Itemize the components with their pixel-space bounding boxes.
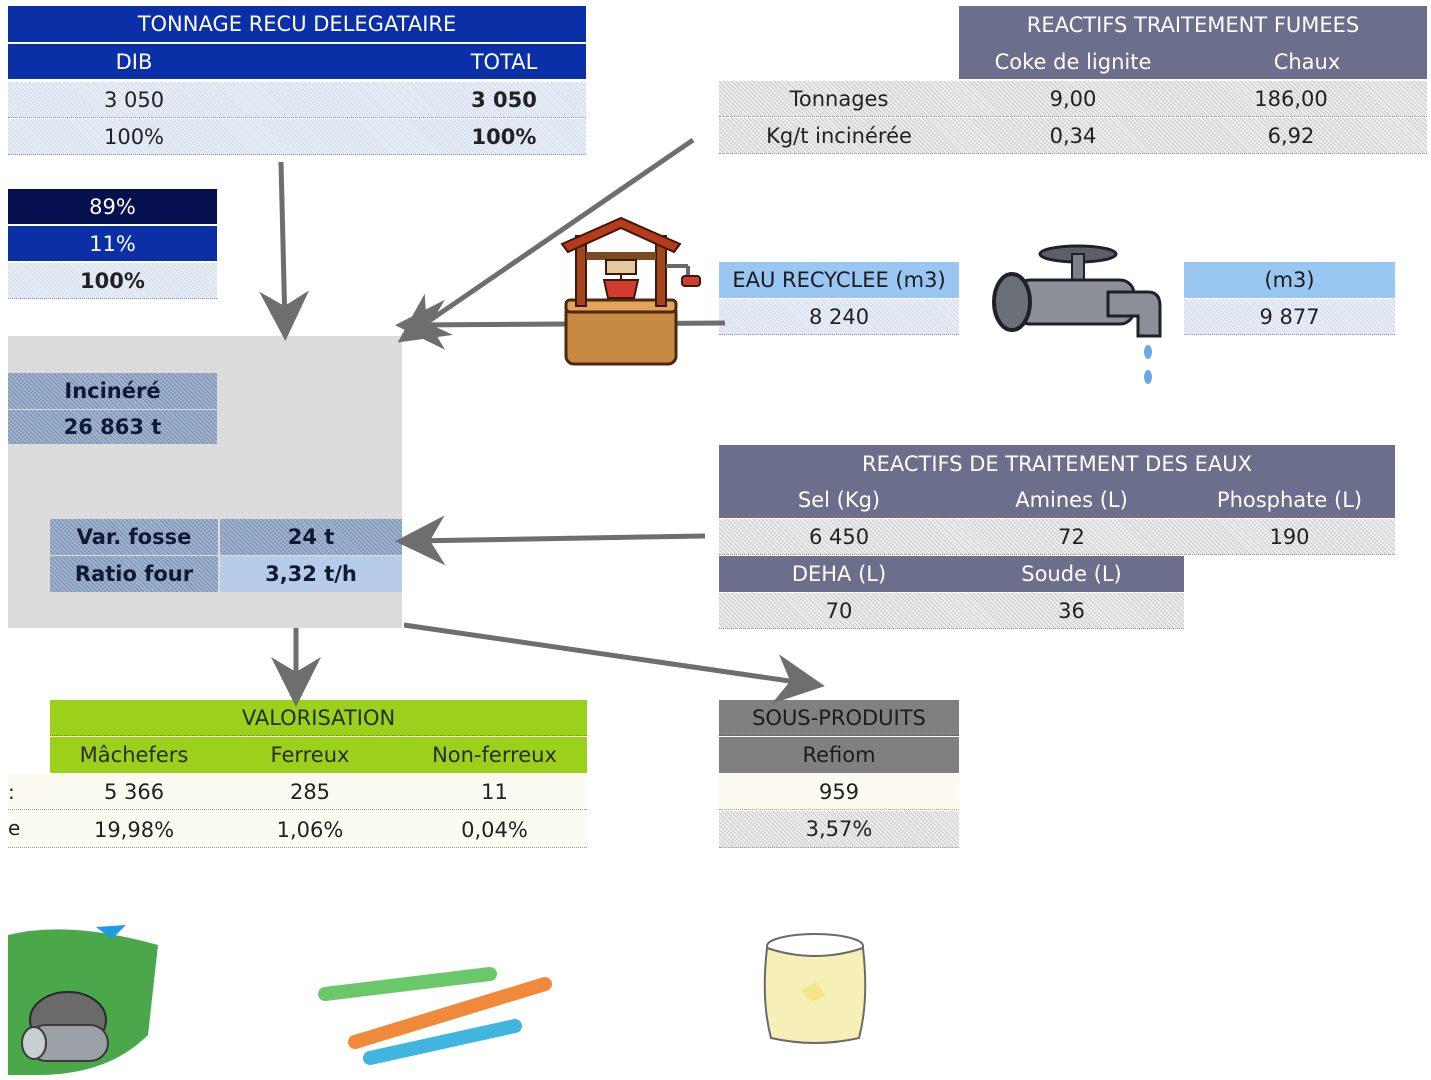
faucet-icon [988, 244, 1168, 389]
fumees-row1-coke: 9,00 [1049, 87, 1097, 111]
ratio-four-label: Ratio four [50, 556, 218, 592]
eaux-deha-value: 70 [825, 599, 853, 623]
tonnage-table: TONNAGE RECU DELEGATAIRE DIB TOTAL 3 050… [8, 6, 586, 155]
fumees-row2-label: Kg/t incinérée [766, 124, 912, 148]
eaux-amines-value: 72 [1058, 525, 1085, 549]
valorisation-row-pct [8, 811, 587, 848]
powder-sack-icon [755, 930, 875, 1048]
incinere-value: 26 863 t [8, 410, 217, 444]
slag-pipes-icon [8, 925, 168, 1075]
eau-reseau-label: (m3) [1184, 262, 1395, 298]
eaux-sel-value: 6 450 [808, 525, 870, 549]
split-pct-b: 11% [8, 226, 217, 261]
valorisation-col-machefers: Mâchefers [50, 737, 218, 773]
valorisation-row2-cut-label: e [8, 816, 21, 840]
valorisation-machefers-pct: 19,98% [93, 817, 175, 842]
ratio-four-value: 3,32 t/h [220, 556, 402, 592]
eaux-col-deha: DEHA (L) [719, 556, 959, 592]
tonnage-total-pct: 100% [471, 125, 537, 149]
incinere-label: Incinéré [8, 373, 217, 409]
sous-produits-refiom-pct: 3,57% [719, 811, 959, 848]
split-pct-total: 100% [8, 263, 217, 299]
eaux-col-soude: Soude (L) [959, 556, 1184, 592]
valorisation-col-ferreux: Ferreux [218, 737, 402, 773]
eau-reseau-value: 9 877 [1184, 299, 1395, 335]
eaux-title: REACTIFS DE TRAITEMENT DES EAUX [719, 445, 1395, 482]
eaux-phosphate-value: 190 [1269, 525, 1310, 549]
sous-produits-refiom-value: 959 [719, 774, 959, 810]
eaux-col-sel: Sel (Kg) [719, 482, 959, 518]
tonnage-dib-value: 3 050 [103, 88, 165, 112]
fumees-row2-coke: 0,34 [1049, 124, 1097, 148]
sous-produits-col-refiom: Refiom [719, 737, 959, 773]
valorisation-nonferreux-value: 11 [481, 780, 508, 804]
var-fosse-label: Var. fosse [50, 519, 218, 555]
metal-tubes-icon [305, 960, 567, 1072]
split-pct-a: 89% [8, 189, 217, 224]
valorisation-machefers-value: 5 366 [103, 780, 165, 804]
eaux-col-phosphate: Phosphate (L) [1184, 482, 1395, 518]
var-fosse-value: 24 t [220, 519, 402, 555]
eaux-col-amines: Amines (L) [959, 482, 1184, 518]
tonnage-col-dib: DIB [8, 44, 260, 79]
fumees-col-chaux: Chaux [1187, 44, 1427, 79]
fumees-col-coke: Coke de lignite [959, 44, 1187, 79]
fumees-row1-label: Tonnages [789, 87, 889, 111]
tonnage-row-values [8, 82, 586, 118]
fumees-row1-chaux: 186,00 [1254, 87, 1328, 111]
valorisation-ferreux-pct: 1,06% [276, 817, 344, 842]
eau-recyclee-label: EAU RECYCLEE (m3) [719, 262, 959, 298]
eaux-soude-value: 36 [1058, 599, 1085, 623]
arrow-fumees-to-furnace [397, 137, 695, 343]
sous-produits-title: SOUS-PRODUITS [719, 700, 959, 736]
eaux-row2-values [719, 593, 1184, 629]
arrow-tonnage-to-furnace [259, 161, 310, 341]
valorisation-row1-cut-label: : [8, 780, 15, 804]
tonnage-title: TONNAGE RECU DELEGATAIRE [8, 6, 586, 42]
fumees-row-tonnages [719, 81, 1427, 117]
tonnage-col-total: TOTAL [422, 44, 586, 79]
well-icon [554, 214, 704, 372]
valorisation-nonferreux-pct: 0,04% [461, 817, 528, 842]
eau-recyclee-value: 8 240 [719, 299, 959, 335]
tonnage-col-blank [260, 44, 422, 79]
eaux-row-values [719, 519, 1395, 555]
fumees-row-kgt [719, 118, 1427, 154]
fumees-row2-chaux: 6,92 [1267, 124, 1315, 148]
fumees-title: REACTIFS TRAITEMENT FUMEES [959, 6, 1427, 44]
arrow-furnace-to-sous-produits [403, 622, 825, 704]
tonnage-total-value: 3 050 [471, 88, 537, 112]
tonnage-row-pct [8, 119, 586, 155]
valorisation-row-values [8, 774, 587, 810]
valorisation-col-nonferreux: Non-ferreux [402, 737, 587, 773]
arrow-eaux-to-furnace [395, 515, 706, 566]
valorisation-ferreux-value: 285 [289, 780, 331, 804]
tonnage-dib-pct: 100% [103, 125, 165, 149]
